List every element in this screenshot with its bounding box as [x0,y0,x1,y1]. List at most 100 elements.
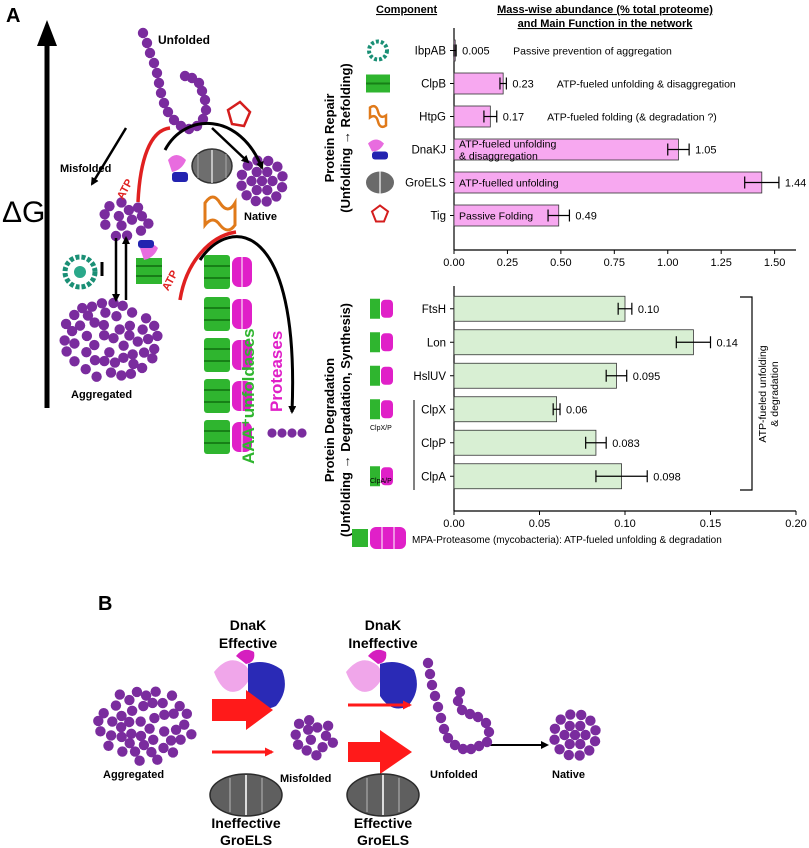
residue-bead [59,335,70,346]
residue-bead [116,197,127,208]
category-label: ClpB [421,79,446,91]
function-label: Passive Folding [459,211,533,223]
value-label: 0.23 [512,79,533,91]
b-label-misfolded: Misfolded [280,773,331,785]
residue-bead [66,325,78,337]
x-tick-label: 0.00 [443,518,464,530]
unfoldase-icon [204,379,230,413]
bar [453,429,597,456]
b-label-unfolded: Unfolded [430,769,478,781]
misfolded-cluster-a [99,197,154,242]
residue-bead [141,37,153,49]
bar [453,72,504,95]
residue-bead [146,746,157,758]
residue-bead [272,161,283,172]
degradation-bracket [740,296,753,491]
residue-bead [480,717,492,729]
residue-bead [148,57,160,69]
residue-bead [311,750,322,761]
clpap-icon-label: ClpA/P [370,478,392,485]
groels-effective-icon [346,773,420,817]
groels-icon [191,148,233,184]
residue-bead [302,724,314,735]
residue-bead [549,723,561,734]
category-label: HtpG [419,112,446,124]
residue-bead [186,729,197,740]
delta-g-arrow-head [37,20,57,46]
residue-bead [143,218,154,229]
function-label: ATP-fueled unfolding & disaggregation [557,79,736,91]
residue-bead [277,428,287,438]
residue-bead [292,739,304,750]
residue-bead [124,737,135,749]
residue-bead [236,169,248,180]
residue-bead [91,371,102,382]
residue-bead [287,428,297,438]
value-label: 0.005 [462,46,490,58]
residue-bead [236,180,247,191]
residue-bead [290,729,301,740]
value-label: 1.44 [785,178,806,190]
bar [453,362,617,389]
residue-bead [564,720,575,732]
category-label: GroELS [405,178,446,190]
residue-bead [98,330,110,341]
residue-bead [118,340,129,351]
aaa-protease-column [204,255,252,454]
residue-bead [123,204,135,216]
residue-bead [576,709,587,721]
ibpab-icon [62,254,98,290]
residue-bead [127,349,138,360]
residue-bead [575,720,586,732]
header-title-line1: Mass-wise abundance (% total proteome) [497,4,713,16]
residue-bead [267,175,278,187]
residue-bead [262,166,273,178]
x-tick-label: 1.25 [710,257,731,269]
residue-bead [110,700,122,711]
residue-bead [168,708,179,719]
atp-arc-degradation [178,230,237,301]
residue-bead [81,330,93,342]
residue-bead [277,171,288,182]
residue-bead [86,301,98,312]
residue-bead [432,701,444,713]
residue-bead [98,319,110,331]
residue-bead [124,716,135,728]
bar [453,396,557,423]
unfoldase-icon [204,255,230,289]
arrow-unfolded-to-misfolded [90,127,128,186]
residue-bead [179,719,190,730]
residue-bead [148,734,159,746]
unfoldase-icon [204,420,230,454]
residue-bead [174,700,185,712]
residue-bead [301,745,312,756]
residue-bead [196,85,208,97]
residue-bead [136,211,148,222]
residue-bead [452,695,464,707]
residue-bead [429,690,441,702]
residue-bead [104,347,115,358]
residue-bead [89,317,100,328]
residue-bead [135,716,146,727]
residue-bead [554,744,565,755]
residue-bead [457,743,469,755]
residue-bead [149,712,160,724]
atp-label-repair: ATP [115,177,136,201]
x-tick-label: 1.00 [657,257,678,269]
clpxp-icon [370,399,393,420]
panel-b-label: B [98,593,112,615]
atp-arc-repair [136,126,171,203]
residue-bead [61,346,72,357]
residue-bead [589,736,601,747]
residue-bead [590,725,601,736]
residue-bead [327,737,339,748]
residue-bead [116,731,127,743]
residue-bead [117,746,128,757]
residue-bead [276,182,288,193]
residue-bead [138,700,149,712]
category-label: ClpA [421,471,446,483]
x-tick-label: 0.20 [785,518,806,530]
